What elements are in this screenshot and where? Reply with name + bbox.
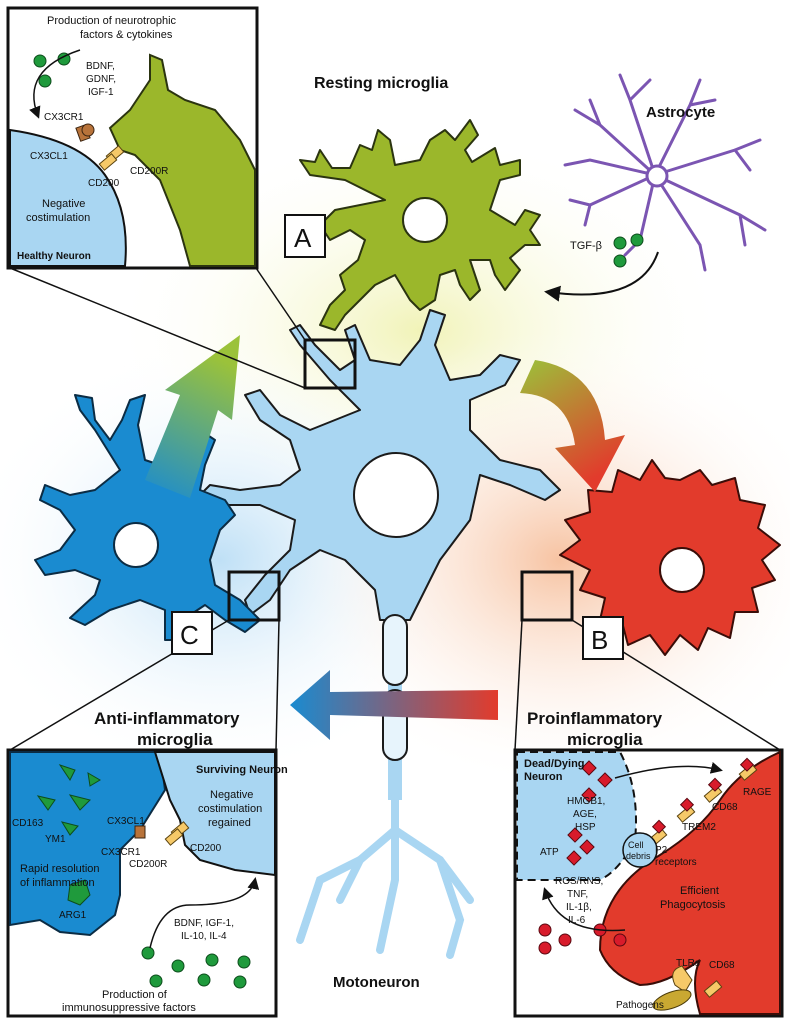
panel-c-cx3cr1: CX3CR1	[101, 847, 141, 858]
panel-a-title-2: factors & cytokines	[80, 29, 173, 41]
panel-b-il1b: IL-1β,	[566, 902, 592, 913]
panel-a-cx3cr1: CX3CR1	[44, 112, 84, 123]
astrocyte-label: Astrocyte	[646, 104, 715, 121]
panel-c-cx3cl1: CX3CL1	[107, 816, 145, 827]
anti-inflammatory-label-1: Anti-inflammatory	[94, 709, 240, 728]
panel-b-cd68-top: CD68	[712, 802, 738, 813]
motoneuron-label: Motoneuron	[333, 974, 420, 991]
panel-c-neg-2: costimulation	[198, 803, 262, 815]
arrow-pro-to-anti	[290, 670, 498, 740]
arrow-anti-to-resting	[145, 335, 240, 498]
panel-b-hsp: HSP	[575, 822, 596, 833]
proinflammatory-label-2: microglia	[567, 730, 643, 749]
panel-b-ros: ROS/RNS,	[555, 876, 603, 887]
panel-b-pathogens: Pathogens	[616, 1000, 664, 1011]
svg-text:A: A	[294, 223, 312, 253]
panel-b-tlrs: TLRs	[676, 958, 700, 969]
anti-inflammatory-microglia	[34, 394, 261, 641]
panel-a-neuron-label: Healthy Neuron	[17, 251, 91, 262]
proinflammatory-label-1: Proinflammatory	[527, 709, 663, 728]
panel-b-p2: P2	[655, 845, 668, 856]
arrow-resting-to-pro	[520, 360, 625, 492]
panel-a-cx3cl1: CX3CL1	[30, 151, 68, 162]
panel-b-age: AGE,	[573, 809, 597, 820]
panel-b-cd68-bottom: CD68	[709, 960, 735, 971]
panel-a-factor-3: IGF-1	[88, 87, 114, 98]
panel-a-neg-1: Negative	[42, 198, 85, 210]
panel-c-factors-2: IL-10, IL-4	[181, 931, 227, 942]
panel-c-neg-3: regained	[208, 817, 251, 829]
motoneuron-terminals	[296, 766, 474, 959]
svg-text:B: B	[591, 625, 608, 655]
tgf-beta-label: TGF-β	[570, 240, 602, 252]
svg-text:C: C	[180, 620, 199, 650]
panel-b-efficient: Efficient	[680, 885, 719, 897]
panel-c-ym1: YM1	[45, 834, 66, 845]
panel-c-cd163: CD163	[12, 818, 44, 829]
panel-c-prod-2: immunosuppressive factors	[62, 1002, 196, 1014]
panel-a-title-1: Production of neurotrophic	[47, 15, 177, 27]
panel-b-hmgb1: HMGB1,	[567, 796, 605, 807]
panel-b-atp: ATP	[540, 847, 559, 858]
panel-b-il6: IL-6	[568, 915, 586, 926]
panel-c-neuron-label: Surviving Neuron	[196, 764, 288, 776]
panel-b-neuron-1: Dead/Dying	[524, 758, 585, 770]
tgf-beta-arrow	[544, 251, 659, 302]
panel-c-cd200: CD200	[190, 843, 222, 854]
panel-b-debris: debris	[626, 851, 651, 861]
motoneuron	[199, 309, 561, 621]
panel-a-cd200: CD200	[88, 178, 120, 189]
panel-b	[513, 748, 784, 1018]
panel-b-tnf: TNF,	[567, 889, 588, 900]
panel-c-rapid-2: of inflammation	[20, 877, 95, 889]
box-a: A	[284, 214, 326, 258]
panel-c-prod-1: Production of	[102, 989, 168, 1001]
panel-b-trem2: TREM2	[682, 822, 716, 833]
panel-b-neuron-2: Neuron	[524, 771, 563, 783]
panel-b-rage: RAGE	[743, 787, 772, 798]
panel-c-neg-1: Negative	[210, 789, 253, 801]
resting-microglia-label: Resting microglia	[314, 75, 448, 92]
panel-b-cell: Cell	[628, 840, 644, 850]
box-c: C	[171, 611, 213, 655]
panel-c	[6, 748, 278, 1018]
panel-a-neg-2: costimulation	[26, 212, 90, 224]
panel-c-arg1: ARG1	[59, 910, 87, 921]
panel-c-factors-1: BDNF, IGF-1,	[174, 918, 234, 929]
panel-a-factor-2: GDNF,	[86, 74, 116, 85]
proinflammatory-microglia	[559, 459, 781, 656]
panel-a-cd200r: CD200R	[130, 166, 168, 177]
tgf-beta-dots	[613, 233, 644, 268]
panel-b-receptors: receptors	[655, 857, 697, 868]
panel-a	[6, 6, 259, 270]
anti-inflammatory-label-2: microglia	[137, 730, 213, 749]
box-b: B	[582, 616, 624, 660]
panel-a-factor-1: BDNF,	[86, 61, 115, 72]
panel-b-phagocytosis: Phagocytosis	[660, 899, 726, 911]
resting-microglia	[299, 119, 541, 331]
panel-c-cd200r: CD200R	[129, 859, 167, 870]
panel-c-rapid-1: Rapid resolution	[20, 863, 100, 875]
